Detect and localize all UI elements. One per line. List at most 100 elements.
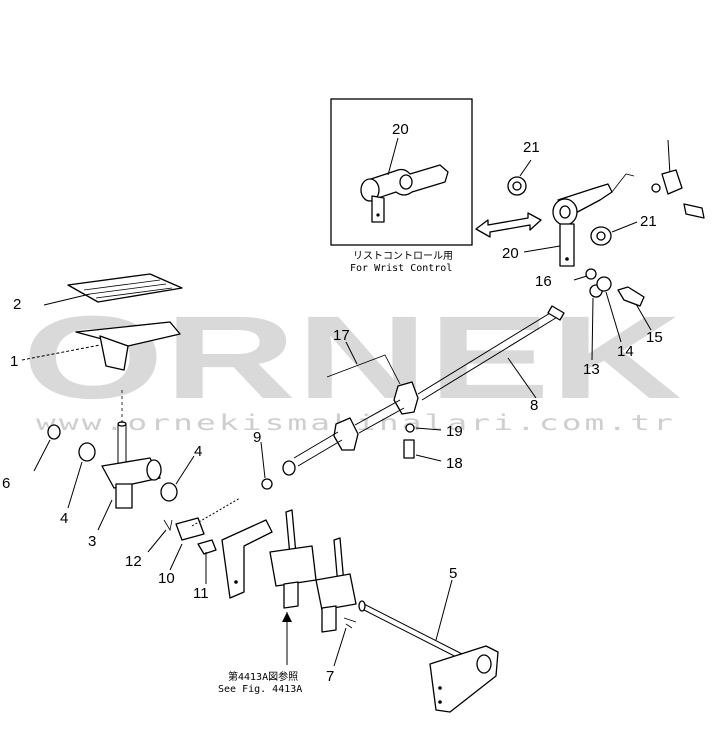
callout-2: 2	[13, 296, 21, 313]
bracket-plate	[221, 519, 273, 599]
leader-1	[21, 344, 101, 361]
bushing-21-upper-bore	[512, 181, 522, 191]
lever-3-hub	[101, 457, 161, 489]
lever-20-tab	[559, 223, 575, 267]
double-arrow-icon	[475, 212, 542, 238]
shaft-5-boss	[476, 654, 492, 674]
rod-lower-lower	[297, 439, 343, 467]
bolt-15	[617, 286, 645, 307]
callout-18: 18	[446, 455, 463, 472]
pedal-pad-grip	[83, 279, 173, 299]
lever-3-hub-end	[146, 459, 162, 481]
callout-4a: 4	[60, 510, 68, 527]
callout-labels: 2 1 6 4 4 3 12 10 11 9 17 8 19 18 21 21 …	[2, 139, 663, 685]
callout-17: 17	[333, 327, 350, 344]
ref-caption-jp: 第4413A図参照	[228, 670, 298, 683]
leader-6	[33, 439, 51, 472]
rod-8-upper	[417, 309, 556, 395]
pin-11-head	[197, 539, 217, 555]
lever-20-hole	[565, 257, 569, 261]
shaft-5-upper	[359, 601, 471, 659]
leader-16	[573, 275, 588, 281]
washer-19	[405, 423, 415, 433]
callout-19: 19	[446, 423, 463, 440]
inset-caption-jp: リストコントロール用	[353, 251, 453, 262]
cotter-7	[343, 617, 357, 629]
upper-rod	[667, 139, 671, 176]
nut-9	[261, 478, 273, 490]
rod-link	[611, 173, 635, 193]
joint-17-upper	[393, 381, 419, 415]
nut-14	[596, 276, 612, 292]
joint-17-lower	[333, 417, 359, 451]
ref-lever-hub	[269, 545, 317, 587]
lever-20-bore	[559, 205, 571, 219]
ref-arrow-icon	[282, 612, 292, 622]
callout-21b: 21	[640, 213, 657, 230]
leader-18	[415, 454, 442, 462]
callout-10: 10	[158, 570, 175, 587]
rod-8-lower	[421, 315, 560, 401]
leader-9	[260, 441, 266, 479]
double-arrow	[475, 212, 542, 238]
callout-3: 3	[88, 533, 96, 550]
leader-10	[169, 543, 183, 571]
bushing-4-right	[160, 482, 178, 502]
plate-hole-1	[438, 686, 442, 690]
callout-8: 8	[530, 397, 538, 414]
callout-14: 14	[617, 343, 634, 360]
washer-16	[585, 268, 597, 280]
leader-4b	[175, 455, 195, 485]
callout-5: 5	[449, 565, 457, 582]
shaft-5-end	[358, 600, 366, 612]
inset-lever-hole	[376, 213, 380, 217]
leader-14	[605, 291, 622, 343]
lever-3-tab	[115, 483, 133, 509]
inset-wrist-control: 20 リストコントロール用 For Wrist Control	[330, 98, 473, 274]
leader-12	[147, 529, 167, 553]
rod-mid-lower	[358, 407, 405, 434]
ref-caption-en: See Fig. 4413A	[218, 684, 302, 695]
rod-lower-upper	[293, 431, 339, 459]
leader-5	[435, 579, 453, 641]
leader-17	[345, 341, 358, 365]
rod-end-bolt	[683, 203, 705, 219]
leader-19	[415, 427, 442, 431]
callout-12: 12	[125, 553, 142, 570]
inset-lever-tab	[371, 195, 385, 223]
link-line	[191, 497, 241, 527]
callout-16: 16	[535, 273, 552, 290]
ref-lever-tab	[283, 581, 299, 609]
watermark-brand: ORNEK	[22, 292, 682, 424]
fastener-group-13-16	[573, 268, 652, 361]
inset-lever-boss	[360, 178, 380, 202]
callout-6: 6	[2, 475, 10, 492]
leader-8	[507, 357, 537, 399]
pedal-assembly	[21, 273, 241, 584]
rod-8-tip	[547, 305, 565, 321]
rod-mid-upper	[354, 399, 401, 426]
callout-15: 15	[646, 329, 663, 346]
leader-13	[591, 297, 594, 361]
lever-7-tab	[321, 605, 337, 633]
inset-leader-20	[387, 137, 399, 176]
leader-21a	[519, 159, 532, 177]
callout-4b: 4	[194, 443, 202, 460]
rod-end-clevis	[661, 169, 683, 195]
rod-end-washer	[651, 183, 661, 193]
leader-2	[43, 293, 91, 306]
callout-1: 1	[10, 353, 18, 370]
callout-9: 9	[253, 429, 261, 446]
lever-7-hub	[315, 573, 357, 611]
leader-15	[635, 303, 652, 331]
inset-caption-en: For Wrist Control	[350, 263, 452, 274]
leader-21b	[611, 221, 638, 233]
wrist-lever-assembly	[507, 139, 705, 267]
callout-13: 13	[583, 361, 600, 378]
callout-7: 7	[326, 668, 334, 685]
rod-end-left	[282, 460, 296, 476]
leader-7	[333, 627, 347, 667]
leader-17-bracket	[326, 354, 401, 385]
cotter-12	[163, 519, 173, 532]
